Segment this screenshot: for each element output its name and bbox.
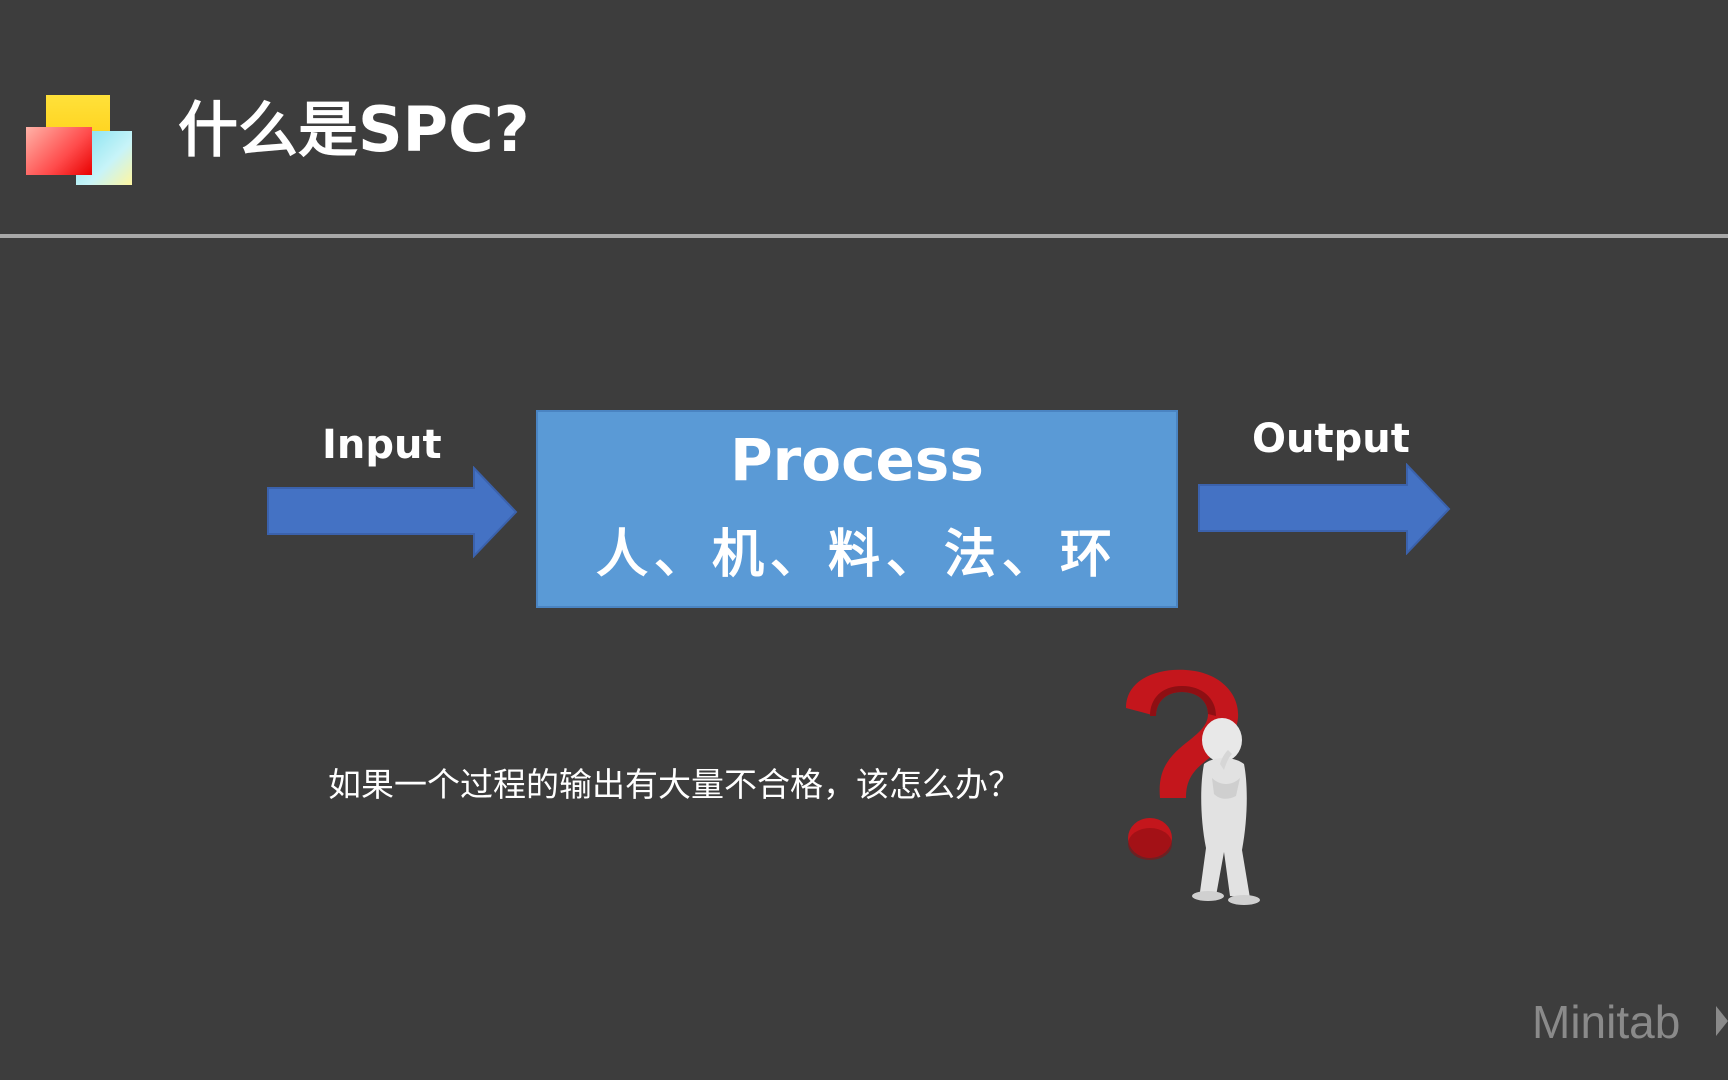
logo-icon (26, 95, 132, 191)
process-factors: 人、机、料、法、环 (595, 525, 1118, 585)
process-box: Process 人、机、料、法、环 (536, 410, 1178, 608)
input-label: Input (322, 422, 442, 468)
process-title: Process (730, 426, 984, 494)
question-mark-thinking-person-icon (1126, 669, 1260, 905)
input-arrow-icon (267, 466, 518, 558)
play-icon (1716, 1006, 1728, 1036)
question-text: 如果一个过程的输出有大量不合格，该怎么办？ (328, 765, 1021, 804)
page-title-latin: SPC? (358, 93, 530, 166)
output-arrow-icon (1198, 463, 1451, 555)
page-title-cjk: 什么是 (178, 96, 358, 166)
header-divider (0, 234, 1728, 238)
page-title: 什么是SPC? (178, 90, 530, 171)
output-label: Output (1252, 416, 1410, 462)
brand-watermark: Minitab (1532, 996, 1681, 1048)
logo-red-square (26, 127, 92, 175)
